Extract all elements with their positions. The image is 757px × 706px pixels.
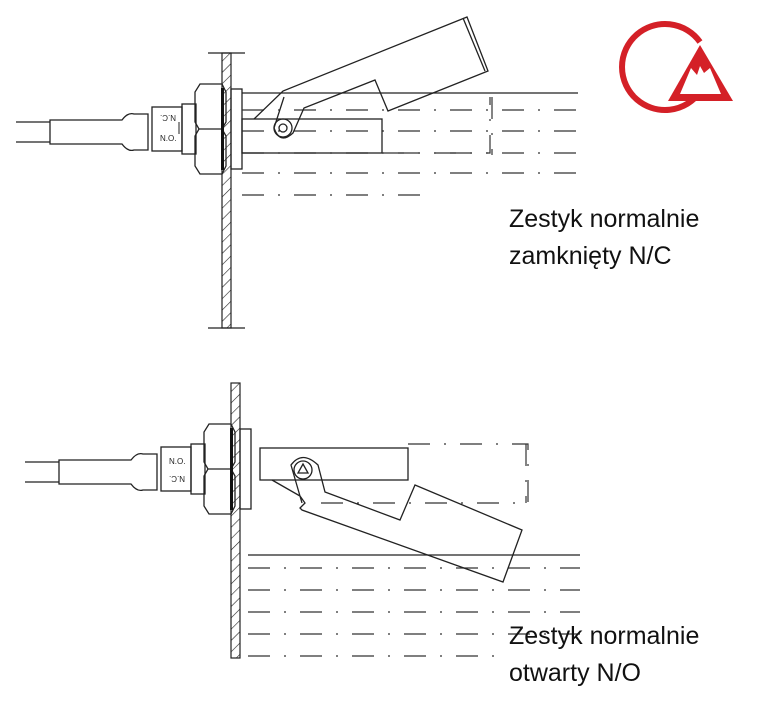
top-caption: Zestyk normalnie zamknięty N/C [509,201,699,275]
water [242,92,578,196]
caption-line: otwarty N/O [509,659,641,687]
pivot-icon [273,118,293,138]
top-diagram: N.C. N.O. [15,16,578,329]
sensor-body [15,83,243,175]
stem [241,118,383,154]
pivot-icon [293,460,313,480]
float-arm [271,456,523,583]
float-arm [253,16,489,139]
company-logo [619,21,733,113]
bottom-diagram: N.O. N.C. [24,382,580,659]
caption-line: Zestyk normalnie [509,622,700,650]
label-nc: N.C. [169,474,185,483]
float-alt-position [318,443,529,504]
caption-line: Zestyk normalnie [509,205,700,233]
label-nc: N.C. [160,113,176,122]
stem [259,447,409,481]
tank-wall [208,52,245,329]
float-alt-position [382,97,493,155]
tank-wall [230,382,241,659]
label-no: N.O. [160,134,176,143]
water [248,554,580,657]
caption-line: zamknięty N/C [509,242,672,270]
label-no: N.O. [169,457,185,466]
bottom-caption: Zestyk normalnie otwarty N/O [509,618,699,692]
